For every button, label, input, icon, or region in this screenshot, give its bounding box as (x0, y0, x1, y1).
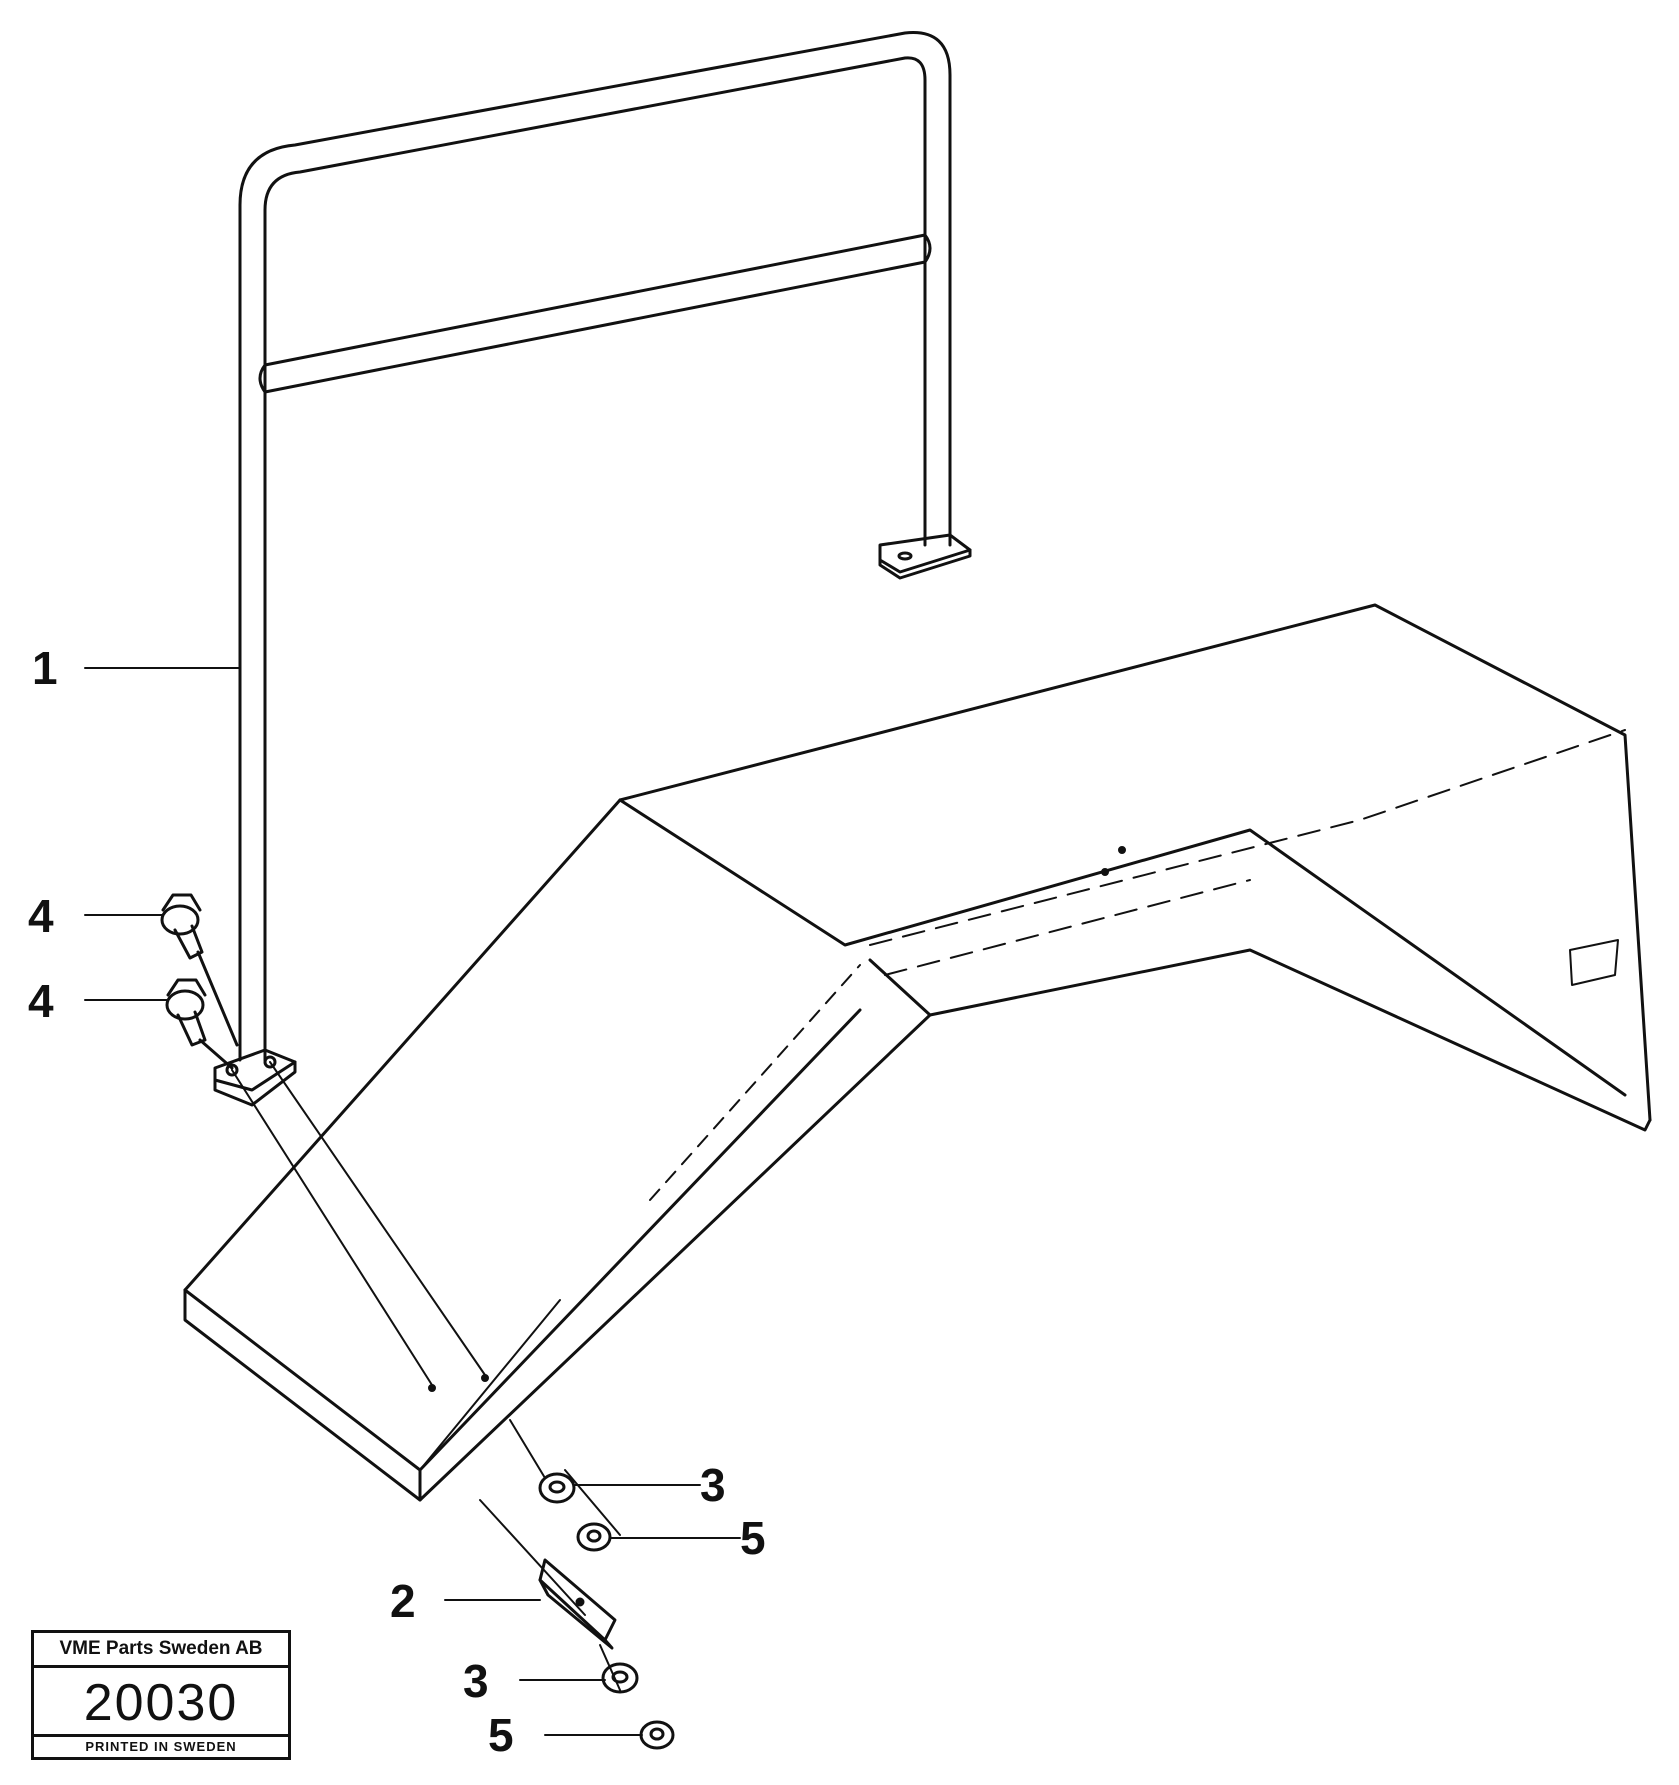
callout-2: 2 (390, 1575, 416, 1627)
handrail (238, 31, 952, 1062)
fender (183, 603, 1652, 1502)
stamp-printed: PRINTED IN SWEDEN (34, 1734, 288, 1757)
front-foot-plate (213, 1048, 297, 1107)
washer-lower (601, 1662, 639, 1694)
stamp-company: VME Parts Sweden AB (34, 1633, 288, 1668)
callout-4-upper: 4 (28, 890, 54, 942)
leader-lines (84, 667, 741, 1736)
callout-3-upper: 3 (700, 1459, 726, 1511)
stamp-code: 20030 (83, 1674, 239, 1732)
nut-upper (576, 1522, 612, 1552)
rear-foot-plate (878, 533, 972, 580)
callout-5-upper: 5 (740, 1512, 766, 1564)
bolt-upper (165, 978, 234, 1070)
callout-5-lower: 5 (488, 1709, 514, 1761)
assembly-lines (231, 1061, 621, 1691)
catalog-stamp: VME Parts Sweden AB 20030 PRINTED IN SWE… (31, 1630, 291, 1760)
spacer-plate (538, 1558, 617, 1650)
callout-3-lower: 3 (463, 1655, 489, 1707)
callout-1: 1 (32, 642, 58, 694)
washer-upper (538, 1472, 576, 1504)
callout-4-lower: 4 (28, 975, 54, 1027)
bolt-lower (160, 893, 239, 1047)
nut-lower (639, 1720, 675, 1750)
